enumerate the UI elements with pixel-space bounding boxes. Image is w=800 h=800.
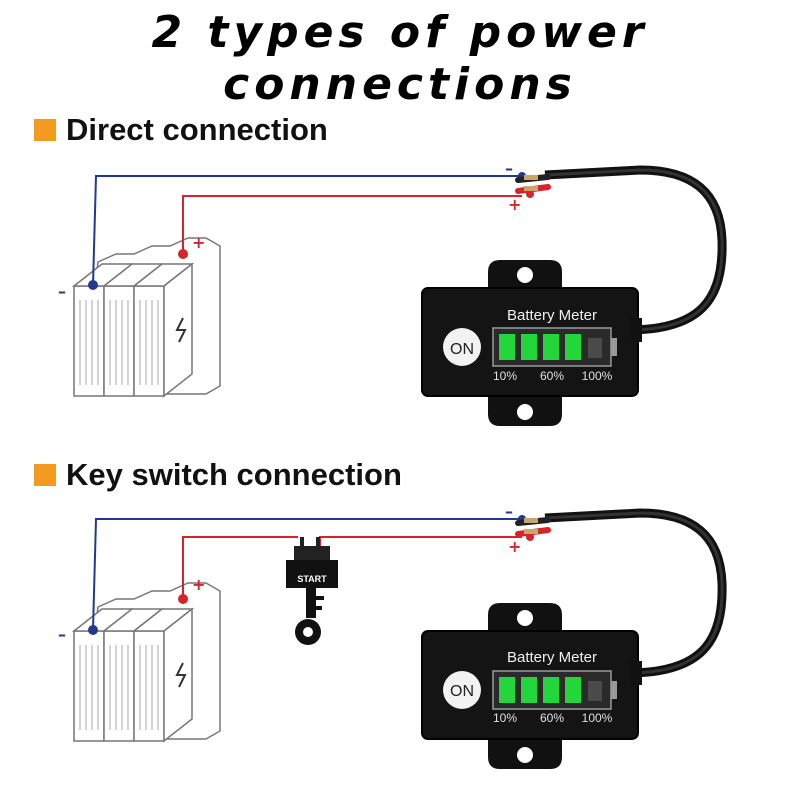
- section-label: Key switch connection: [66, 457, 402, 492]
- scale-60-2: 60%: [540, 711, 564, 725]
- scale-100: 100%: [582, 369, 613, 383]
- led-bar-2: [499, 677, 602, 703]
- led-4: [565, 677, 581, 703]
- led-1: [499, 677, 515, 703]
- start-label: START: [297, 574, 327, 584]
- pos-sign-meter-2: +: [508, 537, 521, 556]
- negative-wire: [92, 175, 522, 286]
- led-3: [543, 677, 559, 703]
- led-3: [543, 334, 559, 360]
- section-key-switch-connection: Key switch connection: [34, 457, 402, 493]
- negative-wire: [92, 518, 522, 631]
- neg-sign-battery: –: [58, 282, 66, 301]
- led-2: [521, 334, 537, 360]
- scale-60: 60%: [540, 369, 564, 383]
- key-switch: [286, 537, 338, 645]
- led-4: [565, 334, 581, 360]
- positive-wire: [182, 536, 298, 599]
- section-label: Direct connection: [66, 112, 328, 147]
- led-1: [499, 334, 515, 360]
- led-5: [588, 338, 602, 358]
- meter-label-2: Battery Meter: [507, 649, 597, 666]
- neg-sign-battery-2: –: [58, 625, 66, 644]
- neg-sign-meter-2: –: [505, 502, 513, 521]
- section-bullet: [34, 464, 56, 486]
- section-bullet: [34, 119, 56, 141]
- led-bar-1: [499, 334, 602, 360]
- key-switch-connection-diagram: [73, 513, 722, 769]
- pos-sign-battery-2: +: [192, 575, 205, 594]
- scale-10: 10%: [493, 369, 517, 383]
- scale-10-2: 10%: [493, 711, 517, 725]
- led-2: [521, 677, 537, 703]
- on-button-2: ON: [450, 683, 474, 700]
- on-button: ON: [450, 341, 474, 358]
- neg-sign-meter: –: [505, 159, 513, 178]
- title-line-1: 2 types of power: [151, 7, 649, 58]
- scale-100-2: 100%: [582, 711, 613, 725]
- section-direct-connection: Direct connection: [34, 112, 328, 148]
- pos-sign-battery: +: [192, 233, 205, 252]
- positive-wire: [182, 195, 522, 254]
- title-line-2: connections: [223, 59, 577, 110]
- direct-connection-diagram: [73, 170, 722, 426]
- meter-label: Battery Meter: [507, 307, 597, 324]
- pos-sign-meter: +: [508, 195, 521, 214]
- led-5: [588, 681, 602, 701]
